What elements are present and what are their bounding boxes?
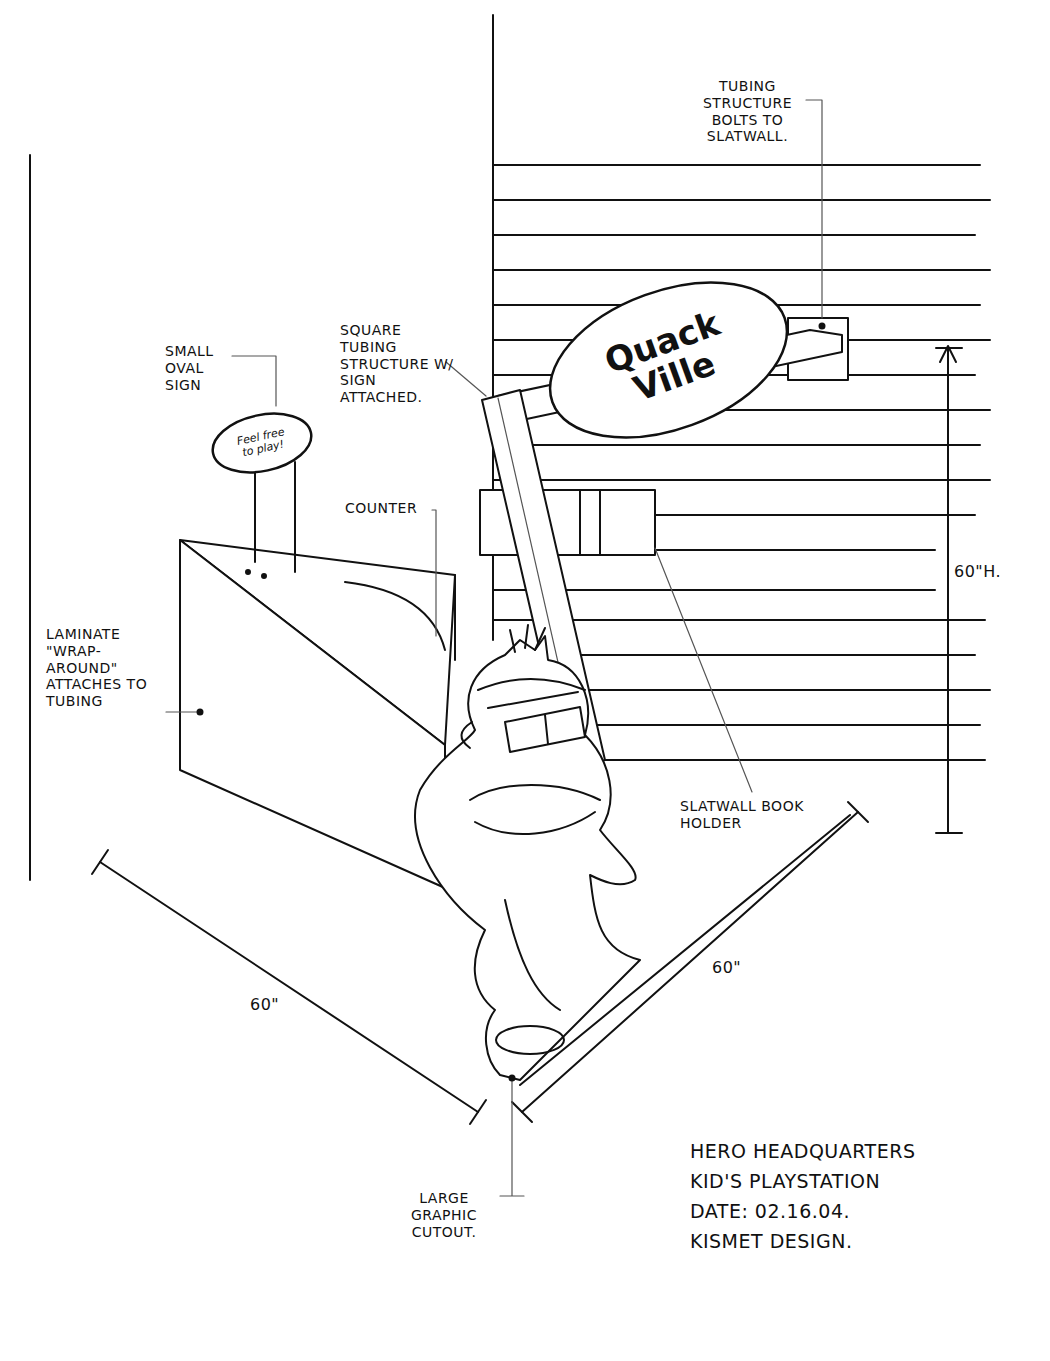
- duck-hair: [510, 625, 545, 652]
- dimension-tick: [848, 802, 868, 822]
- callout-label: SLATWALL BOOK HOLDER: [680, 798, 830, 832]
- counter-edge: [454, 575, 456, 660]
- duck-beak: [461, 722, 472, 748]
- callout-label: COUNTER: [345, 500, 417, 517]
- leader-dot: [510, 1076, 515, 1081]
- callout-label: TUBING STRUCTURE BOLTS TO SLATWALL.: [690, 78, 805, 145]
- leader-line: [500, 1080, 524, 1196]
- dimension-tick: [936, 347, 962, 349]
- leader-dot: [198, 710, 203, 715]
- callout-label: SQUARE TUBING STRUCTURE W/ SIGN ATTACHED…: [340, 322, 462, 406]
- duck-arm: [475, 812, 595, 834]
- dimension-tick: [92, 850, 108, 874]
- duck-cap: [478, 679, 585, 690]
- leader-line: [655, 548, 752, 792]
- slat: [493, 269, 990, 271]
- floor-edge: [520, 815, 850, 1085]
- slat: [600, 759, 985, 761]
- book-spine: [545, 715, 548, 744]
- slat: [493, 164, 980, 166]
- title-block-text: KID'S PLAYSTATION: [690, 1170, 880, 1193]
- duck-leg: [505, 900, 560, 1010]
- counter-arc: [345, 582, 445, 650]
- slat: [493, 479, 990, 481]
- oval-sign: Feel free to play!: [205, 403, 319, 483]
- book-holder-divider: [579, 490, 581, 555]
- duck-arm: [470, 785, 600, 800]
- dimension-label: 60": [712, 958, 741, 977]
- oval-shape: [207, 405, 316, 481]
- slat: [540, 689, 990, 691]
- height-dimension: [947, 348, 949, 833]
- slat: [493, 444, 980, 446]
- dimension-tick: [470, 1100, 486, 1124]
- left-wall-edge: [29, 155, 31, 880]
- slat: [520, 654, 975, 656]
- laminate-wrap: [180, 540, 445, 888]
- leader-line: [432, 510, 436, 636]
- duck-glasses: [488, 692, 578, 708]
- slat: [493, 199, 990, 201]
- title-block-text: HERO HEADQUARTERS: [690, 1140, 915, 1163]
- oval-shape: [528, 253, 807, 467]
- dimension-line: [522, 812, 858, 1112]
- dimension-tick: [936, 832, 962, 834]
- leader-line: [232, 356, 276, 406]
- dimension-label: 60"H.: [954, 562, 1001, 581]
- oval-sign: Quack Ville: [526, 250, 810, 469]
- dimension-label: 60": [250, 995, 279, 1014]
- callout-label: LARGE GRAPHIC CUTOUT.: [392, 1190, 496, 1240]
- title-block-text: KISMET DESIGN.: [690, 1230, 852, 1253]
- dimension-tick: [512, 1102, 532, 1122]
- slat: [560, 724, 980, 726]
- callout-label: LAMINATE "WRAP-AROUND" ATTACHES TO TUBIN…: [46, 626, 162, 710]
- bolt: [262, 574, 266, 578]
- leader-line: [166, 711, 200, 712]
- leader-line: [806, 100, 822, 318]
- sign-post: [294, 462, 296, 572]
- bolt: [246, 570, 250, 574]
- slat: [493, 234, 975, 236]
- bolt: [820, 324, 825, 329]
- duck-foot: [496, 1026, 564, 1054]
- callout-label: SMALL OVAL SIGN: [165, 343, 231, 393]
- book-holder-divider: [599, 490, 601, 555]
- dimension-line: [100, 862, 478, 1112]
- title-block-text: DATE: 02.16.04.: [690, 1200, 850, 1223]
- duck-book: [505, 707, 585, 752]
- sign-post: [254, 470, 256, 562]
